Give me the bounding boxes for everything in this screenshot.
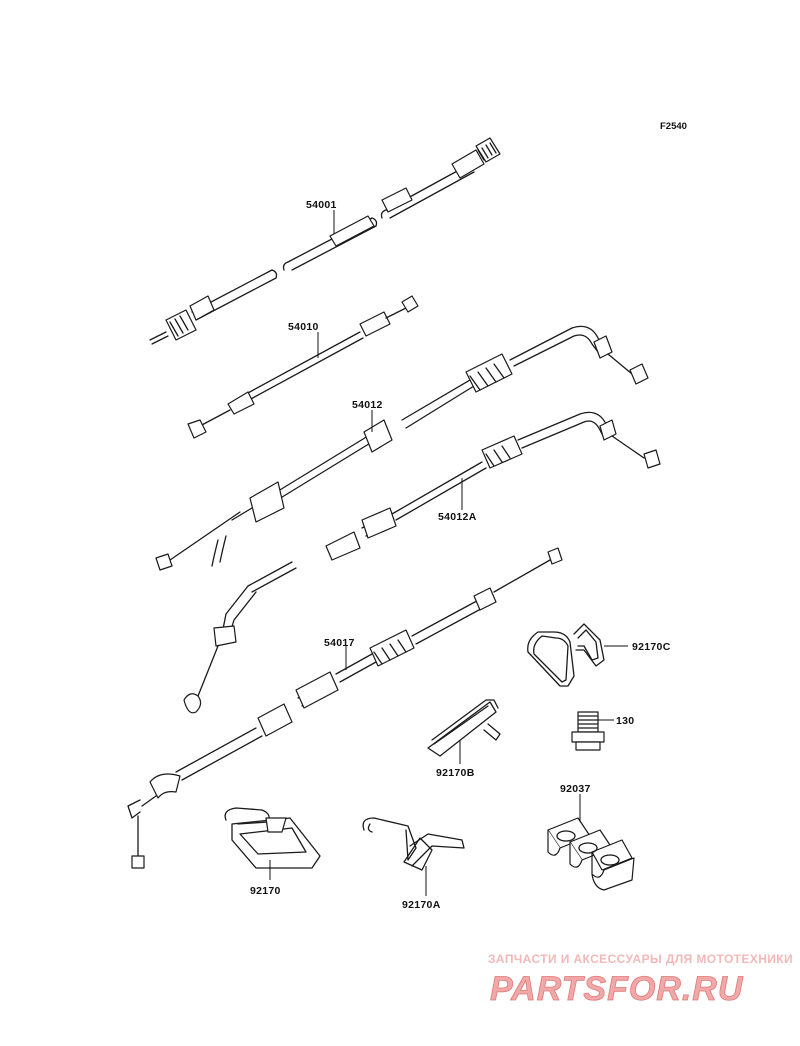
cable-54012A[interactable] — [183, 411, 661, 714]
watermark-tagline: ЗАПЧАСТИ И АКСЕССУАРЫ ДЛЯ МОТОТЕХНИКИ — [488, 952, 793, 966]
clamp-92170[interactable] — [224, 807, 321, 869]
cable-54010[interactable] — [187, 295, 419, 439]
label-54001: 54001 — [306, 199, 337, 211]
label-130: 130 — [616, 715, 634, 727]
grommet-92037[interactable] — [547, 817, 635, 891]
clamp-92170A[interactable] — [362, 817, 465, 871]
clamp-92170B[interactable] — [427, 699, 501, 757]
cable-54001[interactable] — [149, 137, 501, 345]
cable-54012[interactable] — [155, 325, 649, 571]
label-54017: 54017 — [324, 637, 355, 649]
figure-code: F2540 — [660, 121, 687, 132]
label-92170: 92170 — [250, 885, 281, 897]
label-54012A: 54012A — [438, 511, 477, 523]
bolt-130[interactable] — [571, 711, 605, 751]
label-92170B: 92170B — [436, 767, 475, 779]
watermark-logo: PARTSFOR.RU — [490, 970, 744, 1008]
label-54012: 54012 — [352, 399, 383, 411]
leader-lines — [269, 210, 628, 896]
label-92170C: 92170C — [632, 641, 671, 653]
label-92037: 92037 — [560, 783, 591, 795]
clamp-92170C[interactable] — [527, 623, 605, 687]
label-54010: 54010 — [288, 321, 319, 333]
cable-54017[interactable] — [127, 547, 563, 869]
label-92170A: 92170A — [402, 899, 441, 911]
